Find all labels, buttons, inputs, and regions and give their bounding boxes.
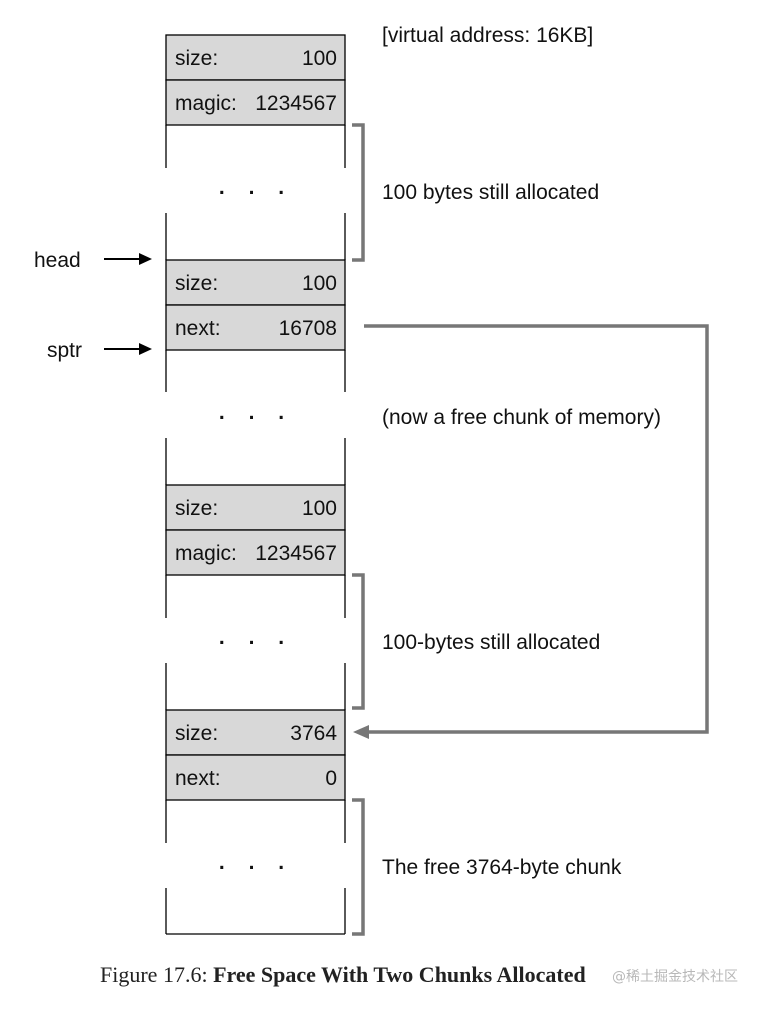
ellipsis-2: . . . <box>219 401 293 424</box>
header-2-size-value: 100 <box>302 497 337 520</box>
free-header-1: size: 100 next: 16708 <box>165 259 346 351</box>
bracket-allocated-2 <box>352 573 365 710</box>
bracket-free-chunk <box>352 798 365 936</box>
free-region-2: . . . <box>165 800 346 935</box>
next-link-arrow-icon <box>353 725 369 739</box>
allocated-header-2: size: 100 magic: 1234567 <box>165 484 346 576</box>
header-1-size-label: size: <box>175 47 218 70</box>
annotation-free-big: The free 3764-byte chunk <box>382 856 622 879</box>
sptr-arrow-icon <box>139 343 152 355</box>
free-header-1-next-value: 16708 <box>279 317 337 340</box>
allocated-region-2: . . . <box>165 575 346 710</box>
sptr-pointer: sptr <box>47 339 152 362</box>
header-2-size-label: size: <box>175 497 218 520</box>
caption-title: Free Space With Two Chunks Allocated <box>213 962 586 987</box>
head-pointer: head <box>34 249 152 272</box>
free-header-2-size-value: 3764 <box>290 722 337 745</box>
free-header-1-size-value: 100 <box>302 272 337 295</box>
ellipsis-3: . . . <box>219 626 293 649</box>
header-2-magic-label: magic: <box>175 542 237 565</box>
head-label: head <box>34 249 81 272</box>
sptr-label: sptr <box>47 339 82 362</box>
allocated-header-1: size: 100 magic: 1234567 <box>165 34 346 126</box>
ellipsis-1: . . . <box>219 176 293 199</box>
caption-prefix: Figure 17.6: <box>100 962 214 987</box>
free-header-1-size-label: size: <box>175 272 218 295</box>
annotation-free-chunk: (now a free chunk of memory) <box>382 406 661 429</box>
header-1-size-value: 100 <box>302 47 337 70</box>
free-header-2: size: 3764 next: 0 <box>165 709 346 801</box>
annotation-allocated-1: 100 bytes still allocated <box>382 181 599 204</box>
header-1-magic-value: 1234567 <box>255 92 337 115</box>
free-region-1: . . . <box>165 350 346 485</box>
annotation-allocated-2: 100-bytes still allocated <box>382 631 600 654</box>
bracket-allocated-1 <box>352 123 365 262</box>
header-2-magic-value: 1234567 <box>255 542 337 565</box>
free-header-2-next-label: next: <box>175 767 221 790</box>
header-1-magic-label: magic: <box>175 92 237 115</box>
ellipsis-4: . . . <box>219 851 293 874</box>
watermark: @稀土掘金技术社区 <box>612 969 738 985</box>
virtual-address-label: [virtual address: 16KB] <box>382 24 593 47</box>
head-arrow-icon <box>139 253 152 265</box>
free-header-1-next-label: next: <box>175 317 221 340</box>
figure-caption: Figure 17.6: Free Space With Two Chunks … <box>100 962 586 988</box>
allocated-region-1: . . . <box>165 125 346 260</box>
next-pointer-link <box>353 324 709 739</box>
free-header-2-next-value: 0 <box>325 767 337 790</box>
free-header-2-size-label: size: <box>175 722 218 745</box>
